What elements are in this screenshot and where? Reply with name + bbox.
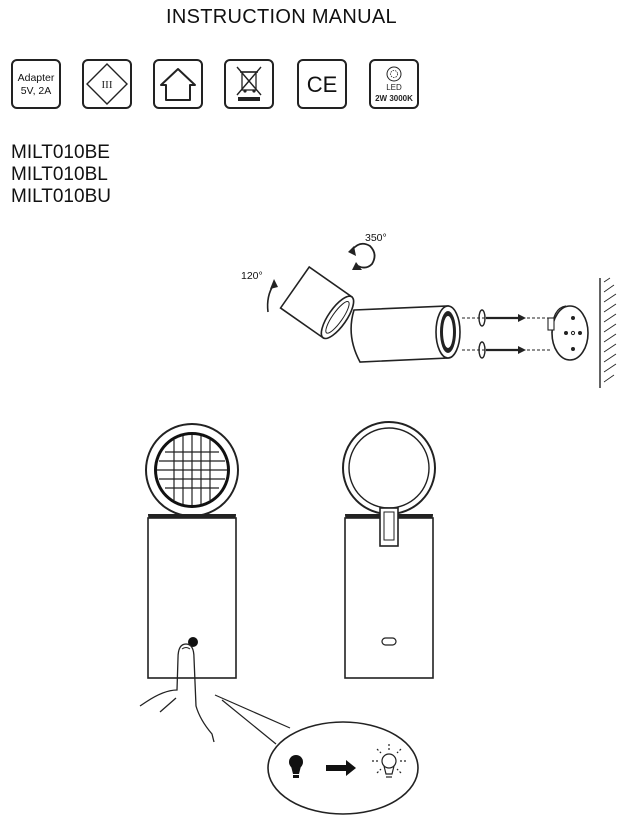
screw-icon xyxy=(478,341,526,359)
indoor-use-symbol xyxy=(153,59,203,109)
crossed-bin-icon xyxy=(236,66,262,101)
back-view-lamp xyxy=(342,421,436,679)
wall-icon xyxy=(599,277,621,388)
arrow-right-icon xyxy=(326,760,356,776)
switch-on-callout xyxy=(214,694,419,815)
usb-port-icon xyxy=(381,637,397,646)
finger-icon xyxy=(139,643,215,743)
weee-symbol xyxy=(224,59,274,109)
ce-mark-icon: CE xyxy=(307,72,338,97)
installation-diagram xyxy=(266,242,621,388)
ce-mark-text: CE xyxy=(307,72,338,97)
rotation-angle-label: 350° xyxy=(365,232,387,244)
led-bulb-icon: LED 2W 3000K xyxy=(375,66,413,103)
bulb-off-icon xyxy=(289,755,303,778)
mounting-plate-icon xyxy=(547,305,589,361)
led-symbol: LED 2W 3000K xyxy=(369,59,419,109)
front-view-lamp xyxy=(139,423,239,743)
ce-symbol: CE xyxy=(297,59,347,109)
adapter-symbol: Adapter 5V, 2A xyxy=(11,59,61,109)
adapter-label: Adapter xyxy=(17,72,55,84)
model-list: MILT010BE MILT010BL MILT010BU xyxy=(11,142,111,208)
bulb-on-icon xyxy=(372,744,406,778)
tilt-angle-label: 120° xyxy=(241,270,263,282)
model-number: MILT010BU xyxy=(11,186,111,207)
adapter-rating: 5V, 2A xyxy=(20,85,52,97)
class-iii-diamond-icon: III xyxy=(86,63,128,105)
protection-class-symbol: III xyxy=(82,59,132,109)
house-icon xyxy=(160,68,196,101)
screw-icon xyxy=(478,309,526,327)
led-label: LED xyxy=(386,83,402,92)
manual-title: INSTRUCTION MANUAL xyxy=(166,6,397,28)
model-number: MILT010BE xyxy=(11,142,110,163)
honeycomb-grid-icon xyxy=(157,435,227,505)
class-iii-text: III xyxy=(102,79,113,91)
model-number: MILT010BL xyxy=(11,164,108,185)
touch-button-icon xyxy=(188,637,198,647)
rotate-arrow-icon xyxy=(351,242,376,269)
led-spec: 2W 3000K xyxy=(375,94,413,103)
